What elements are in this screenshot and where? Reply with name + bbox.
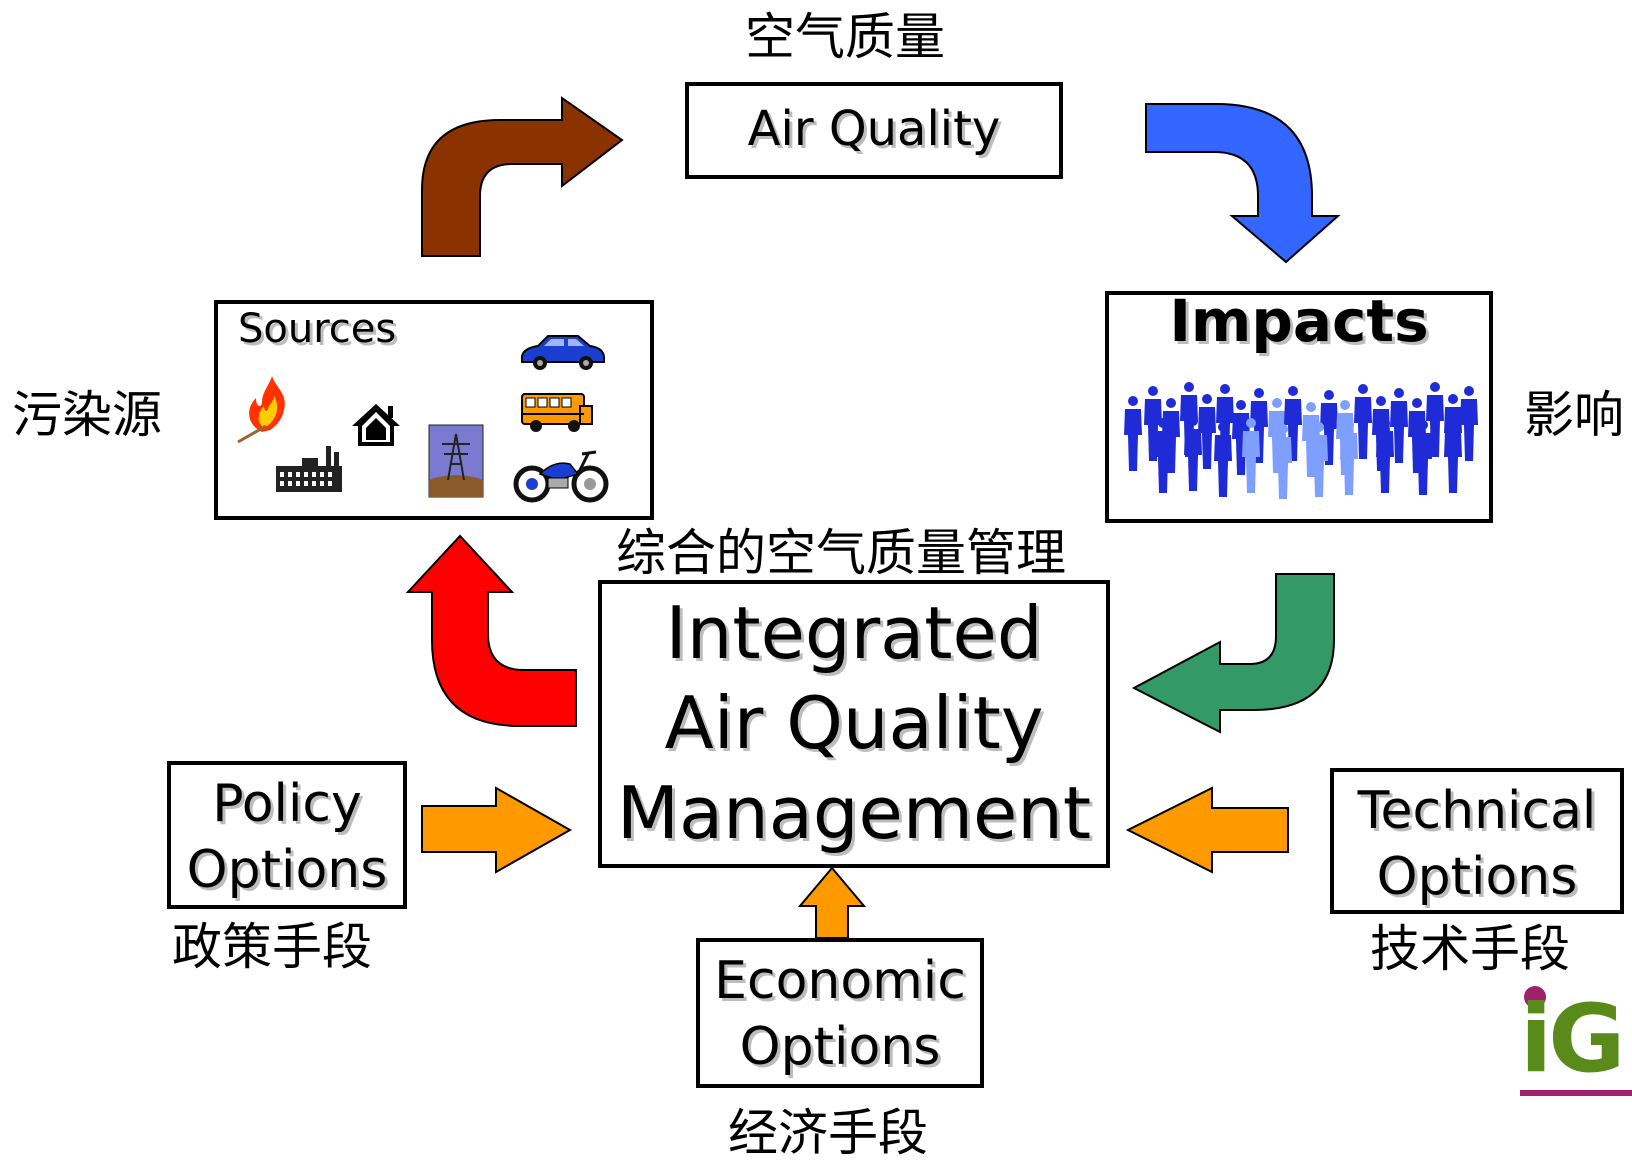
iaqm-title-line1: Integrated	[665, 591, 1043, 675]
policy-line2: Options	[186, 840, 388, 900]
economic-options-box: Economic Options	[696, 938, 984, 1088]
technical-line2: Options	[1376, 847, 1578, 907]
motorcycle-icon	[513, 450, 609, 503]
air-quality-cn-label: 空气质量	[745, 8, 945, 66]
sources-box: Sources	[214, 300, 654, 520]
technical-line1: Technical	[1357, 781, 1597, 841]
sources-title: Sources	[238, 306, 397, 352]
house-icon	[352, 404, 400, 446]
impacts-cn-label: 影响	[1524, 386, 1624, 444]
iaqm-title-line2: Air Quality	[664, 681, 1044, 765]
economic-cn-label: 经济手段	[728, 1104, 928, 1162]
technical-options-box: Technical Options	[1330, 768, 1624, 914]
fire-icon	[237, 376, 285, 444]
iaqm-title-line3: Management	[616, 771, 1092, 855]
ig-logo-dot	[1524, 986, 1546, 1008]
iaqm-box: Integrated Air Quality Management	[598, 580, 1110, 868]
iaqm-title: Integrated Air Quality Management	[602, 588, 1106, 858]
economic-line2: Options	[739, 1017, 941, 1077]
technical-options-text: Technical Options	[1334, 778, 1620, 910]
air-quality-box: Air Quality	[685, 82, 1063, 179]
air-quality-title: Air Quality	[747, 101, 1001, 157]
people-crowd-icon	[1124, 382, 1478, 499]
economic-line1: Economic	[714, 951, 966, 1011]
iaqm-cn-label: 综合的空气质量管理	[616, 524, 1066, 582]
policy-options-text: Policy Options	[171, 771, 403, 903]
impacts-box: Impacts	[1105, 287, 1493, 523]
impacts-title: Impacts	[1169, 287, 1429, 355]
sources-cn-label: 污染源	[12, 386, 162, 444]
policy-options-box: Policy Options	[167, 761, 407, 909]
ig-logo-text: iG	[1520, 986, 1625, 1094]
economic-options-text: Economic Options	[700, 948, 980, 1080]
policy-line1: Policy	[212, 774, 362, 834]
power-tower-icon	[428, 424, 484, 498]
ig-logo-bar	[1520, 1090, 1632, 1096]
factory-icon	[276, 446, 342, 492]
technical-cn-label: 技术手段	[1370, 920, 1570, 978]
bus-icon	[521, 393, 593, 432]
ig-logo: iG	[1520, 986, 1632, 1104]
policy-cn-label: 政策手段	[172, 918, 372, 976]
car-icon	[521, 335, 605, 370]
